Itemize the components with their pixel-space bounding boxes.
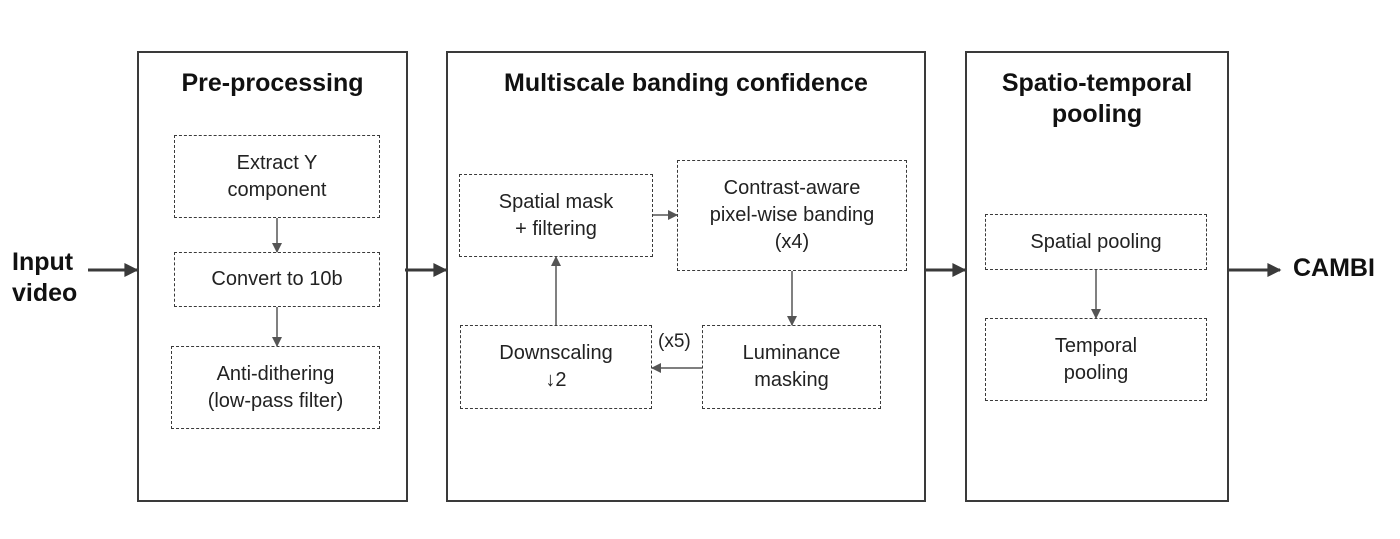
- temporal-pooling-label: Temporal pooling: [1054, 334, 1138, 384]
- anti-dithering-box: Anti-dithering (low-pass filter): [171, 346, 380, 429]
- anti-dithering-label: Anti-dithering (low-pass filter): [207, 362, 344, 412]
- multiscale-banding-panel: Multiscale banding confidence: [446, 51, 926, 502]
- luminance-masking-label: Luminance masking: [742, 342, 841, 391]
- extract-y-box: Extract Y component: [174, 135, 380, 218]
- output-cambi-label: CAMBI: [1293, 254, 1375, 282]
- spatial-pooling-box: Spatial pooling: [985, 214, 1207, 270]
- loop-count-label: (x5): [658, 331, 691, 352]
- multiscale-banding-title: Multiscale banding confidence: [504, 69, 868, 97]
- spatial-mask-label: Spatial mask + filtering: [498, 190, 614, 240]
- spatial-mask-box: Spatial mask + filtering: [459, 174, 653, 257]
- convert-10b-label: Convert to 10b: [211, 268, 343, 290]
- spatio-temporal-panel: Spatio-temporal pooling: [965, 51, 1229, 502]
- input-video-label: Input video: [12, 248, 78, 307]
- downscaling-label: Downscaling ↓2: [499, 342, 613, 391]
- spatio-temporal-title: Spatio-temporal pooling: [1001, 69, 1193, 128]
- temporal-pooling-box: Temporal pooling: [985, 318, 1207, 401]
- spatial-pooling-label: Spatial pooling: [1030, 230, 1162, 253]
- extract-y-label: Extract Y component: [227, 151, 327, 201]
- contrast-aware-box: Contrast-aware pixel-wise banding (x4): [677, 160, 907, 271]
- luminance-masking-box: Luminance masking: [702, 325, 881, 409]
- contrast-aware-label: Contrast-aware pixel-wise banding (x4): [709, 177, 875, 253]
- pre-processing-title: Pre-processing: [181, 69, 364, 97]
